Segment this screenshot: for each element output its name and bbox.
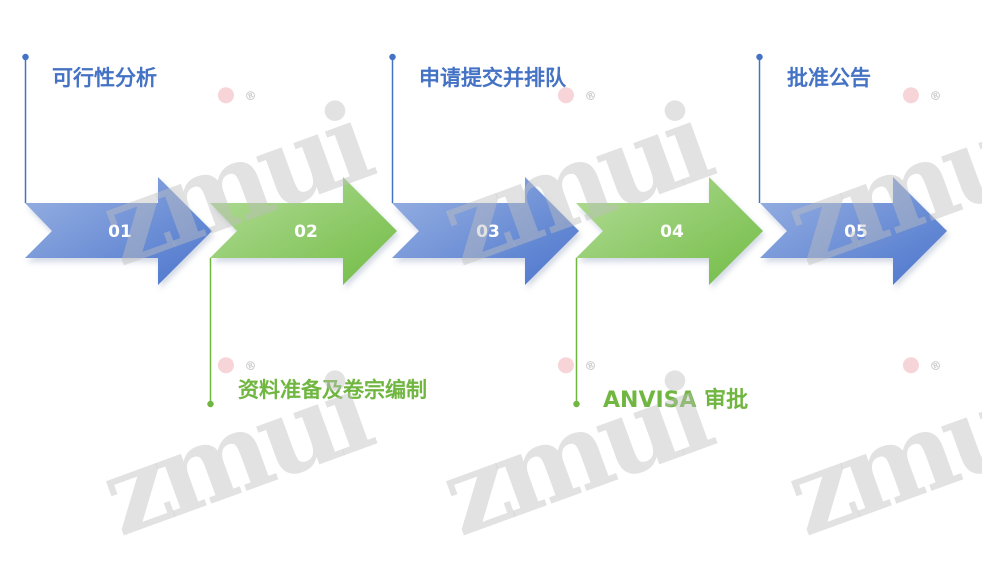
step-label: 批准公告 <box>787 66 871 90</box>
arrow-04 <box>576 177 763 285</box>
process-arrows <box>22 53 947 408</box>
connector-lines-top <box>22 53 763 203</box>
arrow-01 <box>25 177 212 285</box>
arrow-02 <box>210 177 397 285</box>
step-label: 申请提交并排队 <box>419 66 566 90</box>
arrow-03 <box>392 177 579 285</box>
step-label: 可行性分析 <box>52 66 157 90</box>
connector-lines-bottom <box>207 258 580 408</box>
step-number: 03 <box>476 222 500 242</box>
step-label: 资料准备及卷宗编制 <box>238 378 427 402</box>
step-number: 05 <box>844 222 868 242</box>
arrow-05 <box>760 177 947 285</box>
step-number: 01 <box>108 222 132 242</box>
step-number: 02 <box>294 222 318 242</box>
step-label: ANVISA 审批 <box>603 388 749 413</box>
step-number: 04 <box>660 222 684 242</box>
